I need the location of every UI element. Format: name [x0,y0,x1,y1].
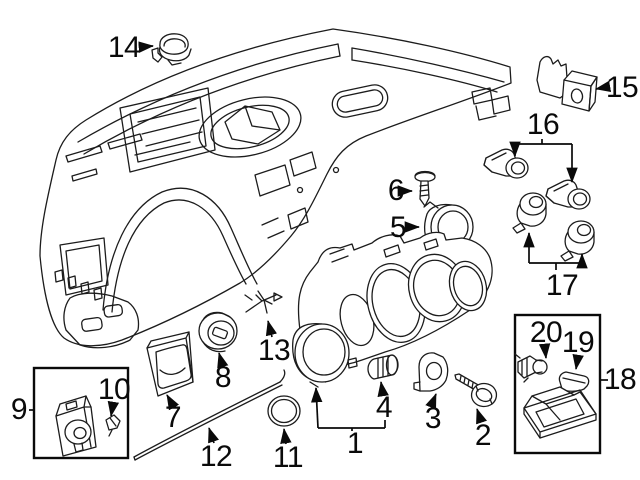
mount-bracket-pair-drawing [512,192,595,262]
bezel-ring-drawing [198,311,238,353]
callout-1: 1 [346,427,364,460]
callout-6: 6 [387,174,405,207]
bulb-socket-drawing [514,353,548,383]
tree-clip-drawing [244,290,283,314]
callout-17: 17 [545,269,579,302]
callout-10: 10 [97,373,131,406]
instrument-panel-drawing [39,28,512,349]
callout-9: 9 [10,393,28,426]
callout-19: 19 [561,326,595,359]
grommet-cap-drawing [151,33,192,66]
group-box-18 [513,313,602,455]
trim-strip-drawing [133,369,286,461]
small-clip-drawing [105,414,121,437]
group-box-9 [32,366,130,460]
headlight-switch-drawing [55,395,97,457]
callout-7: 7 [164,401,182,434]
connector-bracket-drawing [536,55,598,112]
seal-ring-drawing [267,395,301,427]
instrument-cluster-drawing [292,231,493,388]
callout-11: 11 [272,441,304,474]
callout-14: 14 [107,31,141,64]
callout-12: 12 [199,440,233,473]
leader-lines [29,41,612,445]
mount-bracket-drawing [413,352,449,392]
bolt-drawing [454,373,498,408]
callout-16: 16 [526,108,560,141]
bulb-drawing [367,354,399,380]
callout-2: 2 [474,419,492,452]
callout-20: 20 [529,316,563,349]
lamp-housing-drawing [523,386,597,439]
vent-trim-drawing [146,331,194,397]
callout-13: 13 [257,334,291,367]
sensor-pair-drawing [483,148,591,210]
callout-4: 4 [375,391,393,424]
callout-3: 3 [424,402,442,435]
screw-drawing [414,170,436,207]
lens-drawing [558,371,590,392]
callout-15: 15 [605,71,639,104]
callout-5: 5 [389,211,407,244]
callout-18: 18 [603,363,637,396]
callout-8: 8 [214,361,232,394]
